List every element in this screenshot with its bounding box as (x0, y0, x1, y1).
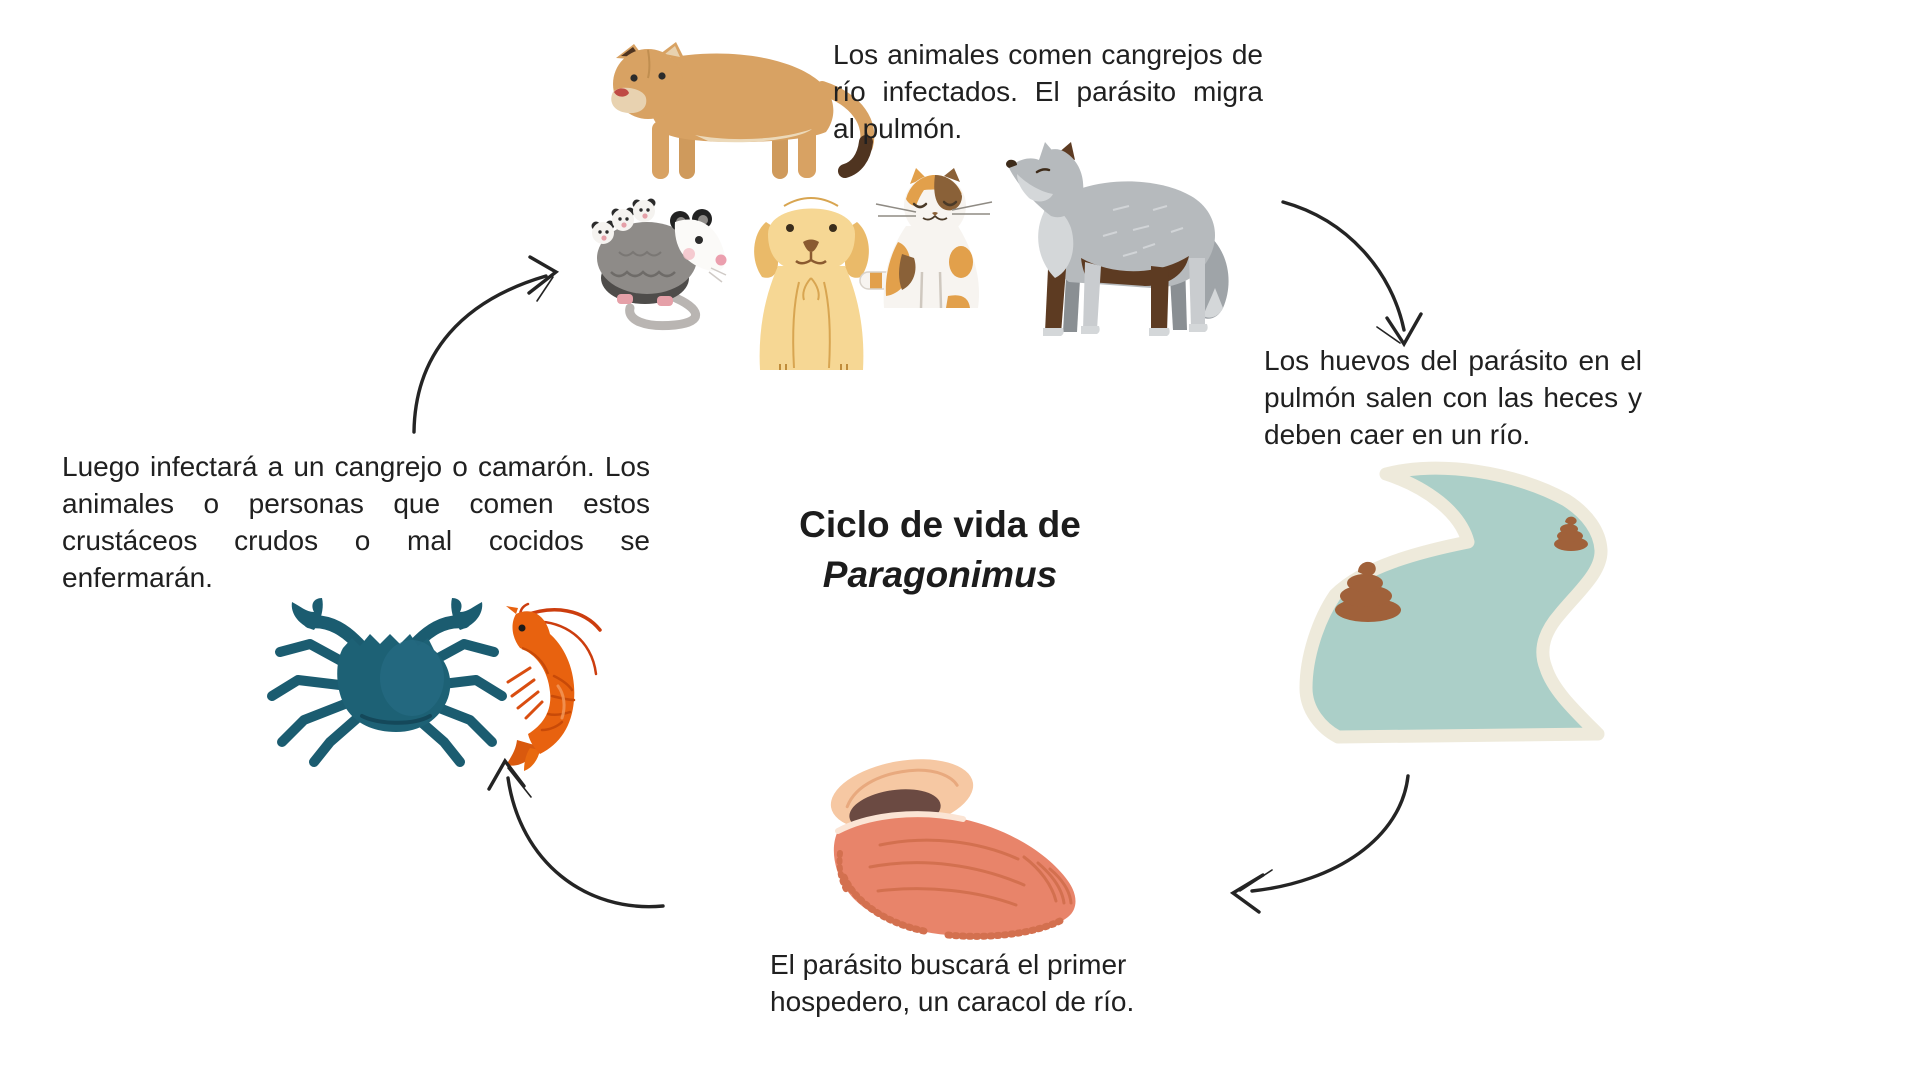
step-crustaceans-line-2: animales o personas que comen estos (62, 488, 650, 519)
crab-illustration (262, 596, 512, 776)
step-eggs-text: Los huevos del parásito en el pulmón sal… (1264, 342, 1642, 453)
step-crustaceans-line-4: enfermarán. (62, 562, 213, 593)
step-eggs-line-3: deben caer en un río. (1264, 419, 1531, 450)
step-crustaceans-text: Luego infectará a un cangrejo o camarón.… (62, 448, 650, 596)
diagram-title-prefix: Ciclo de vida de (799, 504, 1081, 545)
cat-icon (859, 168, 993, 309)
step-animals-line-3: al pulmón. (833, 113, 963, 144)
shrimp-icon (506, 602, 602, 771)
step-eggs-line-1: Los huevos del parásito en el (1264, 345, 1642, 376)
step-eggs-line-2: pulmón salen con las heces y (1264, 382, 1642, 413)
arrow-river-to-snail (1229, 774, 1410, 914)
feces-small (1554, 516, 1588, 551)
river-illustration (1288, 452, 1633, 747)
dog-icon (754, 196, 869, 370)
snail-icon (830, 759, 1076, 940)
arrow-snail-to-crab (487, 757, 665, 909)
arrow-animals-to-river (1281, 200, 1423, 348)
step-snail-line-1: El parásito buscará el primer (770, 949, 1127, 980)
step-snail-text: El parásito buscará el primer hospedero,… (770, 946, 1145, 1020)
puma-icon (611, 42, 875, 179)
step-animals-line-1: Los animales comen cangrejos de (833, 39, 1263, 70)
opossum-illustration (583, 176, 733, 331)
opossum-icon (591, 198, 727, 331)
wolf-illustration (993, 140, 1245, 340)
snail-illustration (828, 757, 1078, 942)
step-snail-line-2: hospedero, un caracol de río. (770, 986, 1135, 1017)
arrow-crab-to-animals (412, 255, 560, 434)
dog-illustration (744, 182, 879, 377)
step-crustaceans-line-3: crustáceos crudos o mal cocidos se (62, 525, 650, 556)
shrimp-illustration (492, 602, 632, 772)
diagram-title-species: Paragonimus (822, 554, 1058, 595)
puma-illustration (600, 36, 890, 186)
wolf-icon (1006, 142, 1229, 336)
step-animals-line-2: río infectados. El parásito migra (833, 76, 1263, 107)
step-crustaceans-line-1: Luego infectará a un cangrejo o camarón.… (62, 451, 650, 482)
cat-illustration (858, 168, 1010, 323)
river-icon (1299, 461, 1608, 744)
step-animals-text: Los animales comen cangrejos de río infe… (833, 36, 1263, 147)
feces-large (1335, 561, 1401, 622)
crab-icon (267, 598, 507, 767)
diagram-title: Ciclo de vida de Paragonimus (770, 500, 1110, 600)
